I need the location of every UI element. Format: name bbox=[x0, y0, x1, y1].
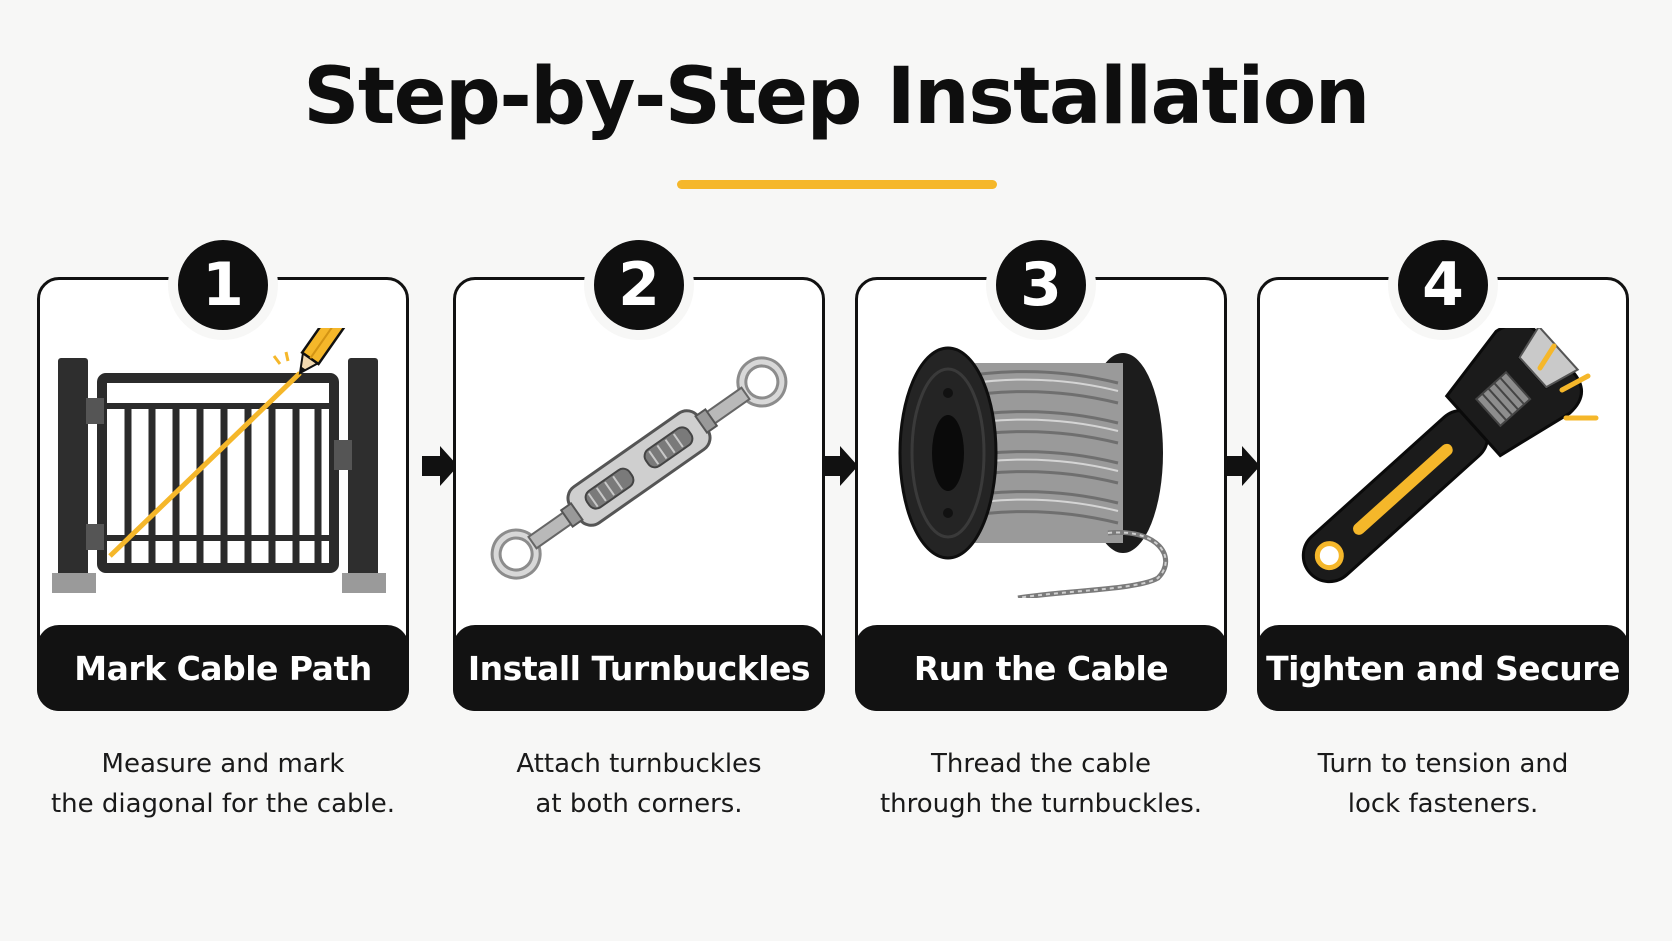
arrow-right-icon bbox=[822, 446, 858, 486]
title-underline bbox=[677, 180, 997, 189]
step-card-4: 4 Tighten and Secure bbox=[1257, 230, 1629, 711]
turnbuckle-icon bbox=[490, 356, 788, 580]
step-number-badge-2: 2 bbox=[584, 230, 694, 340]
step-label-1: Mark Cable Path bbox=[37, 625, 409, 711]
step-label-2: Install Turnbuckles bbox=[453, 625, 825, 711]
step-label-4: Tighten and Secure bbox=[1257, 625, 1629, 711]
step-number-badge-1: 1 bbox=[168, 230, 278, 340]
step-label-3: Run the Cable bbox=[855, 625, 1227, 711]
arrow-right-icon bbox=[422, 446, 458, 486]
gate-pencil-icon bbox=[52, 328, 386, 593]
step-description-1: Measure and mark the diagonal for the ca… bbox=[50, 749, 396, 819]
step-card-2: 2 Install Turnbuckles bbox=[453, 230, 825, 711]
step-number-badge-4: 4 bbox=[1388, 230, 1498, 340]
step-description-4: Turn to tension and lock fasteners. bbox=[1317, 749, 1569, 819]
step-number-badge-3: 3 bbox=[986, 230, 1096, 340]
cable-spool-icon bbox=[898, 346, 1169, 598]
step-card-3: 3 Run the Cable bbox=[855, 230, 1227, 711]
wrench-icon bbox=[1301, 328, 1599, 584]
arrow-right-icon bbox=[1224, 446, 1260, 486]
step-description-2: Attach turnbuckles at both corners. bbox=[516, 749, 762, 819]
step-description-3: Thread the cable through the turnbuckles… bbox=[879, 749, 1203, 819]
page-title: Step-by-Step Installation bbox=[303, 52, 1370, 142]
step-card-1: 1 bbox=[37, 230, 409, 711]
